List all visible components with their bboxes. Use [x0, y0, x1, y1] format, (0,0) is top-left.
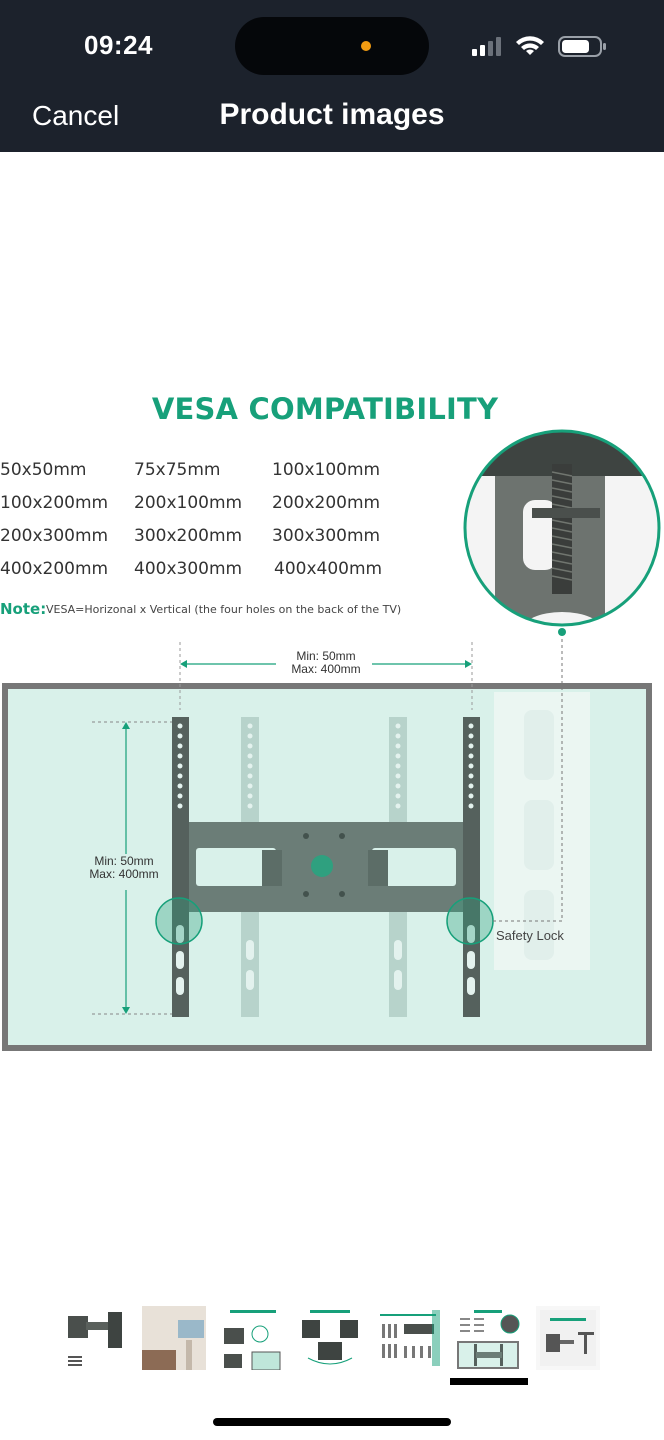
cellular-signal-icon — [472, 37, 501, 56]
vertical-min: Min: 50mm — [94, 854, 154, 868]
vesa-size: 400x300mm — [134, 559, 243, 579]
vesa-size: 100x100mm — [272, 460, 381, 480]
vesa-size: 75x75mm — [134, 460, 221, 480]
battery-icon — [558, 36, 606, 57]
vesa-size: 200x100mm — [134, 493, 243, 513]
vesa-title: VESA COMPATIBILITY — [151, 392, 499, 426]
thumb-product-dimensions[interactable] — [536, 1306, 600, 1370]
thumb-mount-arm[interactable] — [64, 1306, 128, 1370]
vertical-dimension-label: Min: 50mm Max: 400mm — [84, 855, 164, 881]
horizontal-dimension-label: Min: 50mm Max: 400mm — [286, 650, 366, 676]
vertical-max: Max: 400mm — [89, 867, 159, 881]
thumb-living-room[interactable] — [142, 1306, 206, 1370]
thumb-hardware-kit[interactable] — [376, 1306, 440, 1370]
vesa-size: 300x300mm — [272, 526, 381, 546]
vesa-diagram — [2, 429, 661, 1051]
left-rail — [172, 717, 189, 1017]
safety-lock-label: Safety Lock — [496, 928, 564, 943]
note-label: Note: — [0, 600, 47, 618]
thumb-viewing-experience[interactable] — [220, 1306, 284, 1370]
thumb-vesa-compatibility[interactable] — [456, 1306, 520, 1370]
safety-lock-right-highlight — [446, 897, 494, 945]
right-rail — [463, 717, 480, 1017]
vesa-size: 400x200mm — [0, 559, 109, 579]
selected-thumbnail-indicator — [450, 1378, 528, 1385]
status-icons — [472, 36, 606, 57]
dynamic-island — [235, 17, 429, 75]
vesa-size: 400x400mm — [274, 559, 383, 579]
vesa-size: 200x200mm — [272, 493, 381, 513]
app-header: 09:24 Cancel Product images — [0, 0, 664, 152]
vesa-size: 50x50mm — [0, 460, 87, 480]
privacy-indicator-dot — [361, 41, 371, 51]
status-time: 09:24 — [84, 30, 153, 60]
note-text: VESA=Horizonal x Vertical (the four hole… — [46, 603, 402, 616]
thumbnail-strip — [0, 1300, 664, 1390]
page-title: Product images — [219, 98, 445, 131]
home-indicator[interactable] — [213, 1418, 451, 1426]
wifi-icon — [516, 36, 544, 55]
horizontal-max: Max: 400mm — [291, 662, 361, 676]
vesa-size: 100x200mm — [0, 493, 109, 513]
cancel-button[interactable]: Cancel — [32, 100, 120, 131]
safety-lock-zoom — [465, 431, 659, 625]
horizontal-min: Min: 50mm — [296, 649, 356, 663]
thumb-optimal-viewing-angle[interactable] — [298, 1306, 362, 1370]
product-image-vesa-compatibility[interactable]: VESA COMPATIBILITY 50x50mm 75x75mm 100x1… — [0, 380, 664, 1060]
safety-lock-left-highlight — [155, 897, 203, 945]
vesa-size: 300x200mm — [134, 526, 243, 546]
vesa-size: 200x300mm — [0, 526, 109, 546]
